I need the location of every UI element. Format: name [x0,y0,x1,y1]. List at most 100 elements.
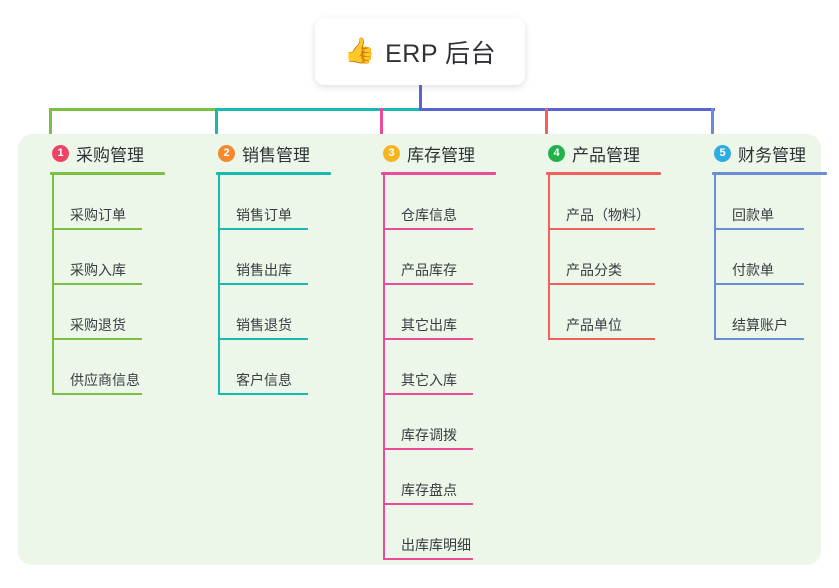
leaf-label: 采购入库 [70,262,126,278]
leaf-underline [52,393,142,395]
leaf-underline [218,393,308,395]
list-item[interactable]: 销售订单 [218,175,331,230]
leaf-label: 产品单位 [566,317,622,333]
bus-segment-purple [419,108,715,111]
branch-badge-3: 3 [383,144,400,162]
branch-header-4[interactable]: 4 产品管理 [530,140,661,166]
list-item[interactable]: 销售退货 [218,285,331,340]
list-item[interactable]: 产品分类 [548,230,661,285]
leaf-label: 产品（物料） [566,207,650,223]
branch-badge-4: 4 [548,144,565,162]
leaf-underline [383,558,473,560]
leaf-label: 销售出库 [236,262,292,278]
leaf-underline [383,503,473,505]
leaf-underline [714,338,804,340]
list-item[interactable]: 产品单位 [548,285,661,340]
leaf-label: 销售退货 [236,317,292,333]
branch-drop-5 [711,108,714,140]
leaf-underline [714,228,804,230]
list-item[interactable]: 库存调拨 [383,395,496,450]
list-item[interactable]: 回款单 [714,175,827,230]
leaf-label: 出库库明细 [401,537,471,553]
list-item[interactable]: 采购订单 [52,175,165,230]
bus-segment-green [50,108,219,111]
leaf-label: 产品库存 [401,262,457,278]
leaf-label: 结算账户 [732,317,788,333]
branch-column-4: 4 产品管理产品（物料） 产品分类产品单位 [530,140,661,340]
branch-title-4: 产品管理 [572,145,640,165]
leaf-underline [218,283,308,285]
branch-items-5: 回款单付款单结算账户 [696,175,827,340]
leaf-label: 其它出库 [401,317,457,333]
branch-spine-2 [218,175,220,395]
branch-underline-1 [50,172,165,175]
branch-drop-1 [49,108,52,140]
list-item[interactable]: 结算账户 [714,285,827,340]
leaf-label: 客户信息 [236,372,292,388]
branch-underline-3 [381,172,496,175]
leaf-label: 库存调拨 [401,427,457,443]
leaf-underline [383,228,473,230]
branch-items-3: 仓库信息产品库存其它出库其它入库库存调拨库存盘点出库库明细 [365,175,496,560]
leaf-underline [52,283,142,285]
list-item[interactable]: 产品（物料） [548,175,661,230]
leaf-underline [383,448,473,450]
leaf-underline [548,283,655,285]
branch-spine-1 [52,175,54,395]
bus-segment-teal [216,108,420,111]
branch-spine-3 [383,175,385,560]
leaf-underline [383,338,473,340]
list-item[interactable]: 其它出库 [383,285,496,340]
list-item[interactable]: 客户信息 [218,340,331,395]
branch-items-1: 采购订单采购入库采购退货供应商信息 [34,175,165,395]
branch-title-3: 库存管理 [407,145,475,165]
branch-header-3[interactable]: 3 库存管理 [365,140,496,166]
leaf-label: 库存盘点 [401,482,457,498]
leaf-label: 供应商信息 [70,372,140,388]
root-node[interactable]: 👍 ERP 后台 [315,18,525,85]
leaf-underline [548,338,655,340]
list-item[interactable]: 其它入库 [383,340,496,395]
list-item[interactable]: 供应商信息 [52,340,165,395]
list-item[interactable]: 采购入库 [52,230,165,285]
branch-spine-5 [714,175,716,340]
branch-items-2: 销售订单销售出库销售退货客户信息 [200,175,331,395]
branches-panel [18,134,821,565]
root-title: ERP 后台 [385,39,497,68]
branch-underline-5 [712,172,827,175]
list-item[interactable]: 仓库信息 [383,175,496,230]
root-stem [419,85,422,111]
list-item[interactable]: 销售出库 [218,230,331,285]
branch-drop-4 [545,108,548,140]
list-item[interactable]: 库存盘点 [383,450,496,505]
leaf-underline [52,338,142,340]
list-item[interactable]: 采购退货 [52,285,165,340]
branch-underline-4 [546,172,661,175]
branch-title-2: 销售管理 [242,145,310,165]
leaf-underline [383,393,473,395]
leaf-underline [714,283,804,285]
branch-title-1: 采购管理 [76,145,144,165]
leaf-label: 仓库信息 [401,207,457,223]
list-item[interactable]: 产品库存 [383,230,496,285]
branch-items-4: 产品（物料） 产品分类产品单位 [530,175,661,340]
leaf-label: 销售订单 [236,207,292,223]
leaf-underline [218,338,308,340]
list-item[interactable]: 付款单 [714,230,827,285]
leaf-underline [383,283,473,285]
leaf-underline [218,228,308,230]
branch-column-3: 3 库存管理仓库信息产品库存其它出库其它入库库存调拨库存盘点出库库明细 [365,140,496,560]
leaf-label: 产品分类 [566,262,622,278]
list-item[interactable]: 出库库明细 [383,505,496,560]
branch-drop-2 [215,108,218,140]
leaf-label: 回款单 [732,207,774,223]
leaf-label: 采购退货 [70,317,126,333]
leaf-label: 其它入库 [401,372,457,388]
leaf-underline [548,228,655,230]
